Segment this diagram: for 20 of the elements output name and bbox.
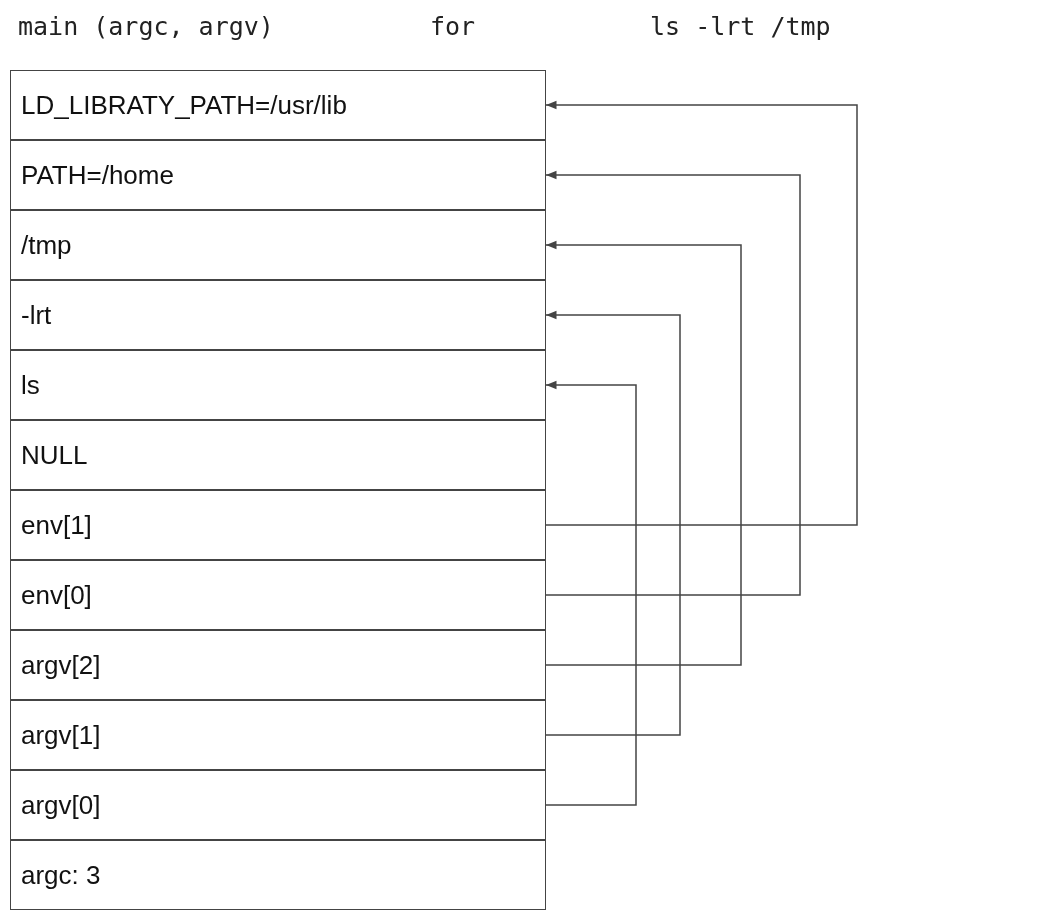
pointer-arrow (545, 380, 637, 806)
code-text: for (430, 12, 476, 41)
pointer-arrow (545, 100, 858, 526)
memory-cell: NULL (10, 420, 546, 490)
pointer-arrow (545, 240, 742, 666)
memory-cell: argc: 3 (10, 840, 546, 910)
memory-cell: env[1] (10, 490, 546, 560)
memory-cell: argv[1] (10, 700, 546, 770)
memory-cell: /tmp (10, 210, 546, 280)
code-text: ls -lrt /tmp (650, 12, 831, 41)
code-text: main (argc, argv) (18, 12, 274, 41)
memory-cell: env[0] (10, 560, 546, 630)
pointer-arrow (545, 170, 801, 596)
memory-cell: argv[2] (10, 630, 546, 700)
memory-cell: argv[0] (10, 770, 546, 840)
memory-cell: PATH=/home (10, 140, 546, 210)
memory-cell: LD_LIBRATY_PATH=/usr/lib (10, 70, 546, 140)
pointer-arrow (545, 310, 681, 736)
memory-cell: ls (10, 350, 546, 420)
memory-cell: -lrt (10, 280, 546, 350)
